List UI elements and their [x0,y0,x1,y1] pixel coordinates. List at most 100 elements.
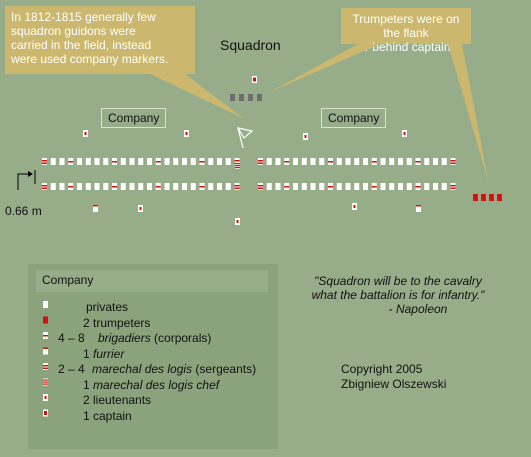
officer-marker [352,203,357,210]
rank-2-left-trooper-marker [94,183,100,190]
legend-row-trumpeters: 2 trumpeters [38,316,278,332]
rank-1-left-trooper-marker [182,158,187,165]
rank-1-right-trooper-marker [319,158,325,165]
legend-captain-text: 1 captain [83,408,132,423]
callout-guidons-tail [150,74,243,118]
trumpeter-marker [497,194,502,201]
rank-1-left-trooper-marker [103,158,109,165]
rank-1-right-trooper-marker [406,158,412,165]
rank-2-left-trooper-marker [112,183,117,190]
legend-corporals-italic: brigadiers [98,331,151,345]
officer-marker [93,205,98,212]
legend-trumpeters-text: 2 trumpeters [83,315,151,330]
rank-2-right-trooper-marker [389,183,395,190]
legend-chief-sergeant-text: 1 [83,377,94,392]
rank-2-left-trooper-marker [217,183,222,190]
rank-1-left-trooper-marker [129,158,135,165]
legend-chief-icon [43,378,48,386]
rank-1-left-trooper-marker [120,158,126,165]
rank-2-right-trooper-marker [301,183,307,190]
rank-1-right-trooper-marker [258,158,263,165]
callout-trumpeter-left-tail [270,44,380,92]
rank-1-left-trooper-marker [59,158,65,165]
copyright: Copyright 2005 Zbigniew Olszewski [341,362,446,392]
rank-2-left-trooper-marker [77,183,82,190]
rank-1-right-trooper-marker [293,158,298,165]
napoleon-quote: "Squadron will be to the cavalry what th… [298,274,498,316]
rank-2-left-trooper-marker [50,183,56,190]
rank-2-right-trooper-marker [415,183,421,190]
rank-1-right-trooper-marker [441,158,447,165]
rank-1-left-trooper-marker [199,158,205,165]
rank-2-left-trooper-marker [138,183,144,190]
rank-2-right-trooper-marker [275,183,281,190]
company-marker-grey [257,94,262,101]
rank-1-right-trooper-marker [424,158,430,165]
rank-2-right-trooper-marker [363,183,368,190]
rank-1-right-trooper-marker [371,158,377,165]
quote-line-1: "Squadron will be to the cavalry [314,274,482,288]
officer-marker [138,205,143,212]
company-marker-grey [248,94,253,101]
rank-2-left-trooper-marker [42,183,47,190]
legend-furrier-text: 1 [83,346,94,361]
trumpeter-marker [481,194,486,201]
guidon-pole-icon [237,127,244,149]
rank-1-right-trooper-marker [415,158,421,165]
legend-row-lieutenants: 2 lieutenants [38,393,278,409]
rank-2-right-trooper-marker [398,183,403,190]
rank-1-right-trooper-marker [275,158,281,165]
rank-1-right-trooper-marker [450,158,456,165]
legend-trumpeter-icon [43,316,48,324]
callout-guidons-line-4: were used company markers. [11,52,169,66]
rank-1-right-trooper-marker [266,158,272,165]
legend-sergeants-prefix: 2 – 4 [58,362,85,376]
legend-row-captain: 1 captain [38,409,278,425]
rank-1-right-trooper-marker [301,158,307,165]
rank-2-left-trooper-marker [182,183,187,190]
rank-1-right-trooper-marker [310,158,316,165]
officer-marker [402,130,407,137]
legend-furrier-icon [43,347,48,355]
callout-trumpeter-right-tail [448,44,488,180]
legend-corporals-after: (corporals) [150,331,212,345]
guidon-flag-icon [236,127,254,139]
legend-corporal-icon [43,332,48,339]
rank-1-right-trooper-marker [398,158,403,165]
rank-2-left-trooper-marker [190,183,196,190]
legend-lieutenants-text: 2 lieutenants [83,393,152,407]
rank-1-left-trooper-marker [112,158,117,165]
scale-bracket [17,173,30,190]
rank-2-right-trooper-marker [433,183,438,190]
officer-marker [184,130,189,137]
rank-2-left-trooper-marker [59,183,65,190]
callout-trumpeters: Trumpeters were on the flank or behind c… [341,8,471,54]
scale-arrow-icon [28,171,33,177]
legend-furrier-italic: furrier [93,346,125,361]
rank-2-left-trooper-marker [208,183,214,190]
copyright-line-1: Copyright 2005 [341,362,423,376]
rank-2-right-trooper-marker [345,183,351,190]
officer-marker [416,205,421,212]
rank-1-left-trooper-marker [190,158,196,165]
rank-2-left-trooper-marker [120,183,126,190]
rank-1-right-trooper-marker [336,158,342,165]
rank-2-right-trooper-marker [284,183,290,190]
rank-1-right-trooper-marker [433,158,438,165]
trumpeter-marker [473,194,478,201]
rank-1-right-trooper-marker [284,158,290,165]
rank-1-left-trooper-marker [42,158,47,165]
legend-row-furrier: 1 furrier [38,347,278,363]
company-marker-grey [230,94,235,101]
legend-panel: Company [28,264,278,449]
legend-private-icon [43,301,48,308]
rank-1-right-trooper-marker [380,158,386,165]
legend-privates-text: privates [86,300,129,314]
rank-1-left-trooper-marker [68,158,74,165]
rank-2-right-trooper-marker [371,183,377,190]
callout-guidons-line-3: carried in the field, instead [11,38,152,52]
rank-1-left-trooper-marker [164,158,170,165]
rank-2-left-trooper-marker [147,183,152,190]
rank-1-right-trooper-marker [389,158,395,165]
